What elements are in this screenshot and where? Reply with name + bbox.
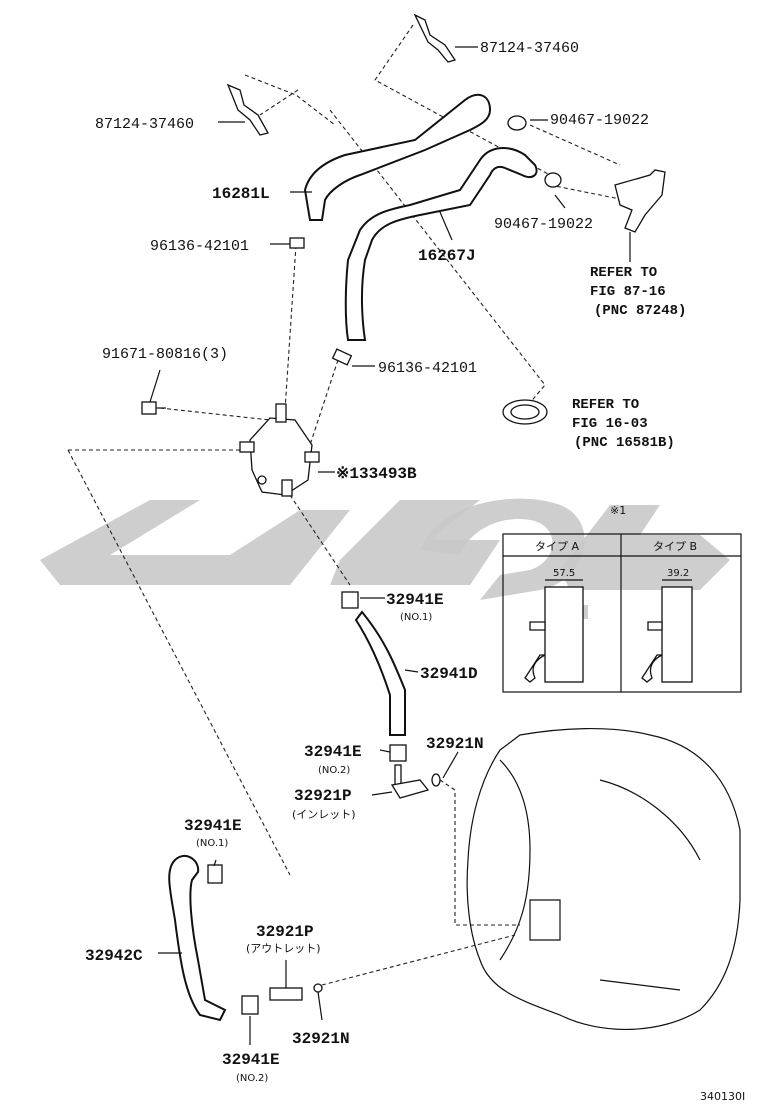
ref2-line2: FIG 16-03 bbox=[572, 416, 648, 432]
figure-id: 340130I bbox=[700, 1090, 745, 1103]
hose-32941d bbox=[354, 610, 406, 736]
union-32921p-inlet bbox=[390, 764, 430, 799]
label-32921p-inlet: 32921P bbox=[294, 787, 352, 805]
ref2-line1: REFER TO bbox=[572, 397, 639, 413]
label-96136-top: 96136-42101 bbox=[150, 238, 249, 255]
label-leaders bbox=[149, 46, 631, 1045]
gasket-32921n-top bbox=[431, 773, 441, 787]
note-32921p-inlet: (インレット) bbox=[292, 808, 356, 821]
note-32921p-outlet: (アウトレット) bbox=[246, 942, 321, 955]
label-90467-mid: 90467-19022 bbox=[494, 216, 593, 233]
bolt-91671 bbox=[141, 401, 166, 415]
oil-cooler-33493b bbox=[239, 403, 320, 497]
inset-dim-a: 57.5 bbox=[553, 568, 575, 579]
note-32941e-1: (NO.1) bbox=[400, 612, 432, 623]
note-32941e-4: (NO.2) bbox=[236, 1073, 268, 1084]
leader-lines bbox=[67, 24, 626, 986]
inset-col-a: タイプ A bbox=[535, 540, 579, 553]
label-32921p-outlet: 32921P bbox=[256, 923, 314, 941]
note-32941e-2: (NO.2) bbox=[318, 765, 350, 776]
inset-dim-b: 39.2 bbox=[667, 568, 689, 579]
hose-32942c bbox=[168, 854, 227, 1022]
hose-clamp-no2-bottom bbox=[241, 995, 259, 1015]
hose-clamp-top bbox=[507, 115, 562, 188]
label-32921n-top: 32921N bbox=[426, 735, 484, 753]
type-inset-table bbox=[502, 533, 742, 693]
label-87124-top: 87124-37460 bbox=[480, 40, 579, 57]
label-91671: 91671-80816(3) bbox=[102, 346, 228, 363]
label-32941e-2: 32941E bbox=[304, 743, 362, 761]
hose-16267j bbox=[344, 147, 538, 341]
label-16267j: 16267J bbox=[418, 247, 476, 265]
label-90467-top: 90467-19022 bbox=[550, 112, 649, 129]
label-32942c: 32942C bbox=[85, 947, 143, 965]
clip-96136 bbox=[289, 237, 353, 366]
ref1-line2: FIG 87-16 bbox=[590, 284, 666, 300]
hose-clip-top bbox=[226, 13, 457, 136]
label-87124-left: 87124-37460 bbox=[95, 116, 194, 133]
label-96136-mid: 96136-42101 bbox=[378, 360, 477, 377]
label-32921n-bottom: 32921N bbox=[292, 1030, 350, 1048]
inset-col-b: タイプ B bbox=[653, 540, 697, 553]
label-32941e-3: 32941E bbox=[184, 817, 242, 835]
watermark-logo bbox=[40, 498, 730, 619]
hose-clamp-no1-bottom bbox=[207, 864, 223, 884]
transmission-case bbox=[466, 728, 741, 1031]
note-32941e-3: (NO.1) bbox=[196, 838, 228, 849]
inset-marker: ※1 bbox=[610, 504, 626, 517]
ref1-line1: REFER TO bbox=[590, 265, 657, 281]
pipe-fitting bbox=[614, 169, 666, 233]
hose-clamp-no1-top bbox=[341, 591, 359, 609]
union-32921p-outlet bbox=[269, 983, 323, 1001]
label-32941d: 32941D bbox=[420, 665, 478, 683]
reference-notes: REFER TO FIG 87-16 (PNC 87248) REFER TO … bbox=[572, 265, 686, 451]
hose-clamp-16581b bbox=[502, 399, 548, 425]
hose-clamp-no2-top bbox=[389, 744, 407, 762]
ref1-line3: (PNC 87248) bbox=[594, 303, 686, 319]
hose-16281l bbox=[303, 93, 492, 221]
label-16281l: 16281L bbox=[212, 185, 270, 203]
inset-texts: ※1 タイプ A タイプ B 57.5 39.2 bbox=[535, 504, 697, 579]
ref2-line3: (PNC 16581B) bbox=[574, 435, 675, 451]
part-labels: 87124-37460 87124-37460 90467-19022 9046… bbox=[85, 40, 649, 1084]
label-33493b: ※133493B bbox=[336, 465, 417, 483]
label-32941e-1: 32941E bbox=[386, 591, 444, 609]
label-32941e-4: 32941E bbox=[222, 1051, 280, 1069]
